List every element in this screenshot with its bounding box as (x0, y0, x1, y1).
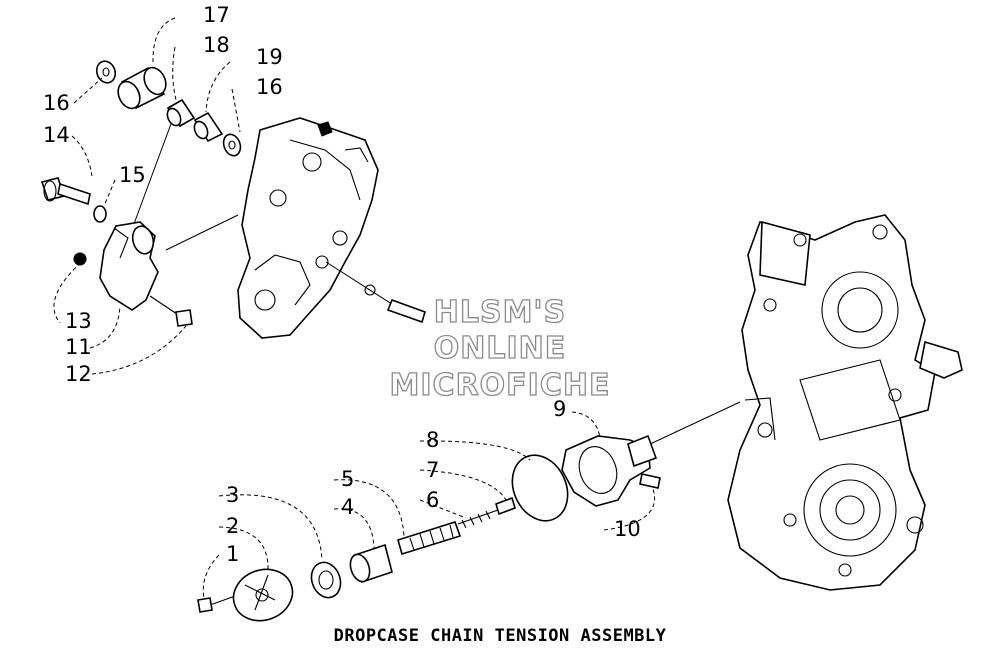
part-7-pin (495, 496, 516, 516)
callout-2: 2 (226, 514, 239, 538)
callout-6: 6 (426, 488, 439, 512)
callout-10: 10 (614, 517, 641, 541)
part-9-housing (561, 434, 658, 507)
part-11-tensioner-arm (99, 221, 159, 311)
part-12-bolt (149, 295, 193, 327)
callout-9: 9 (553, 397, 566, 421)
upper-dropcase-housing (237, 117, 379, 339)
watermark-line-2: ONLINE (434, 331, 567, 366)
callout-15: 15 (119, 163, 146, 187)
part-10-screw (639, 473, 661, 489)
part-8-o-ring (511, 454, 569, 522)
part-18-sleeve (166, 98, 196, 128)
callout-19: 19 (256, 45, 283, 69)
callout-7: 7 (426, 458, 439, 482)
watermark-line-3: MICROFICHE (390, 368, 611, 403)
callout-1: 1 (226, 542, 239, 566)
callout-5: 5 (341, 467, 354, 491)
callout-17: 17 (203, 3, 230, 27)
watermark-line-1: HLSM'S (434, 295, 566, 330)
part-13-nut (73, 252, 87, 266)
part-1-screw (197, 597, 213, 613)
callout-16-left: 16 (43, 91, 70, 115)
part-3-plug (310, 561, 342, 599)
callout-labels: 17 18 19 16 16 14 15 13 11 12 1 2 3 4 5 … (43, 3, 641, 566)
part-4-piston (349, 543, 393, 584)
callout-12: 12 (65, 362, 92, 386)
right-dropcase-housing (727, 214, 963, 591)
callout-4: 4 (341, 495, 354, 519)
callout-14: 14 (43, 123, 70, 147)
part-16-washer-a (95, 60, 117, 84)
part-15-washer (93, 205, 107, 223)
callout-18: 18 (203, 33, 230, 57)
part-16-washer-b (222, 133, 242, 157)
diagram-title: DROPCASE CHAIN TENSION ASSEMBLY (333, 626, 667, 646)
callout-3: 3 (226, 483, 239, 507)
callout-16-upper-right: 16 (256, 75, 283, 99)
watermark: HLSM'S ONLINE MICROFICHE (389, 294, 611, 403)
callout-11: 11 (65, 335, 92, 359)
part-2-cover (232, 568, 294, 622)
part-17-spacer (117, 66, 167, 110)
leader-lines (53, 17, 656, 599)
part-5-spring (397, 521, 462, 556)
part-14-bolt (40, 177, 91, 206)
callout-8: 8 (426, 428, 439, 452)
callout-13: 13 (65, 309, 92, 333)
part-6-spring (457, 509, 499, 529)
mid-screw (364, 284, 426, 324)
part-19-bushing (193, 111, 224, 143)
